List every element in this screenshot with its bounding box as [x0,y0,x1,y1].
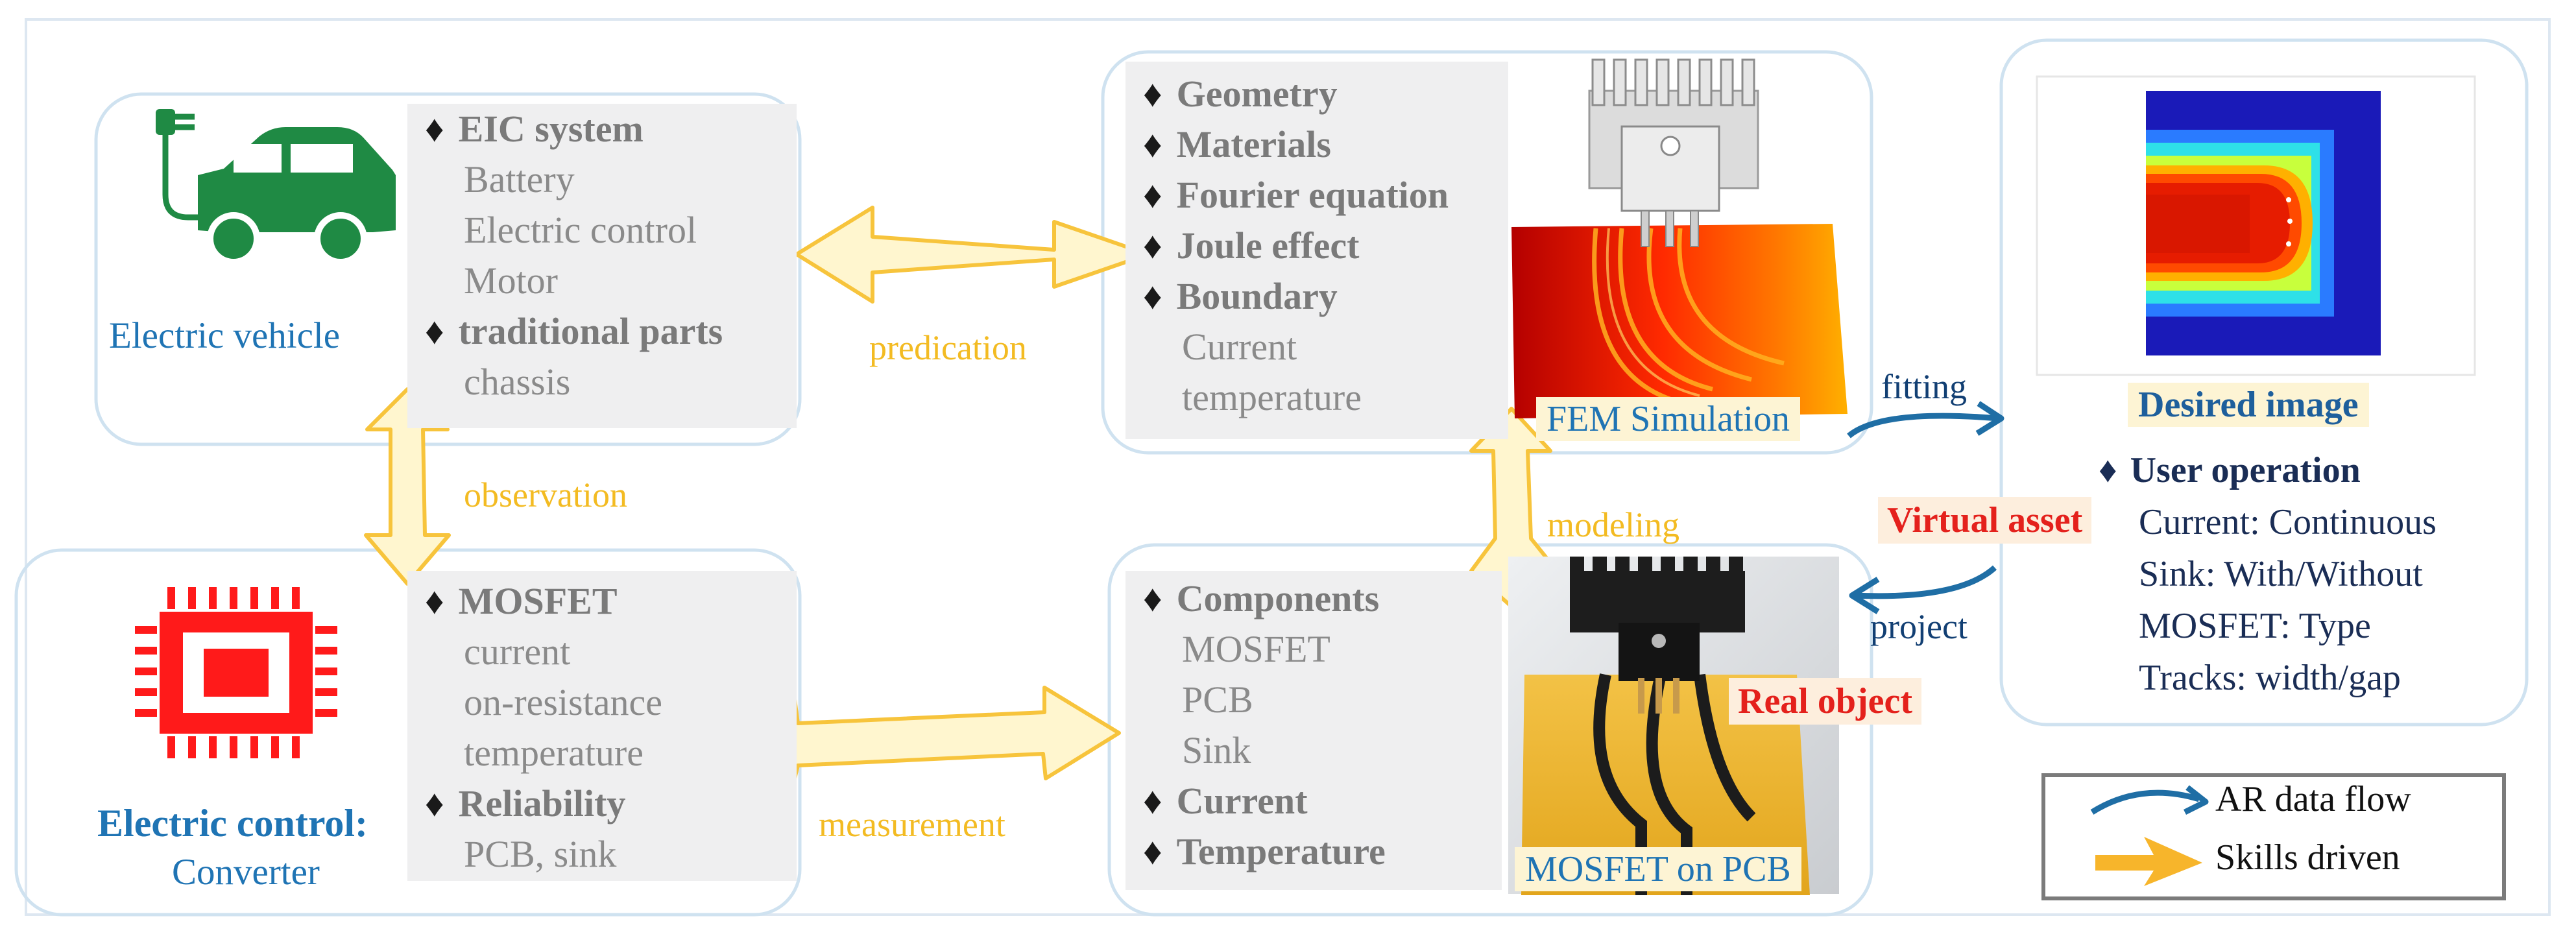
fitting-arrow [1847,413,1999,439]
list-heading: Joule effect [1143,221,1449,271]
observation-label: observation [464,475,627,514]
legend-ar-arrow-head [2183,785,2209,815]
user-op-item: Sink: With/Without [2139,554,2423,594]
list-heading: MOSFET [425,576,662,627]
modeling-label: modeling [1547,505,1679,544]
list-heading: Components [1143,573,1386,624]
fem-simulation-caption: FEM Simulation [1536,397,1800,441]
list-heading: Materials [1143,119,1449,170]
legend-ar-flow-label: AR data flow [2215,779,2411,819]
legend-box [2041,773,2506,900]
list-heading: Reliability [425,778,662,829]
ev-caption: Electric vehicle [109,315,341,356]
user-operation-list: User operation Current: Continuous Sink:… [2099,444,2437,704]
chip-icon [135,587,337,758]
list-heading: Boundary [1143,271,1449,322]
list-item: on-resistance [464,681,662,723]
legend-skills-label: Skills driven [2215,837,2400,878]
list-heading: EIC system [425,104,723,154]
predication-arrow [795,206,1150,304]
list-heading: Fourier equation [1143,170,1449,221]
user-operation-heading: User operation [2099,444,2437,496]
list-item: PCB [1182,679,1253,721]
fitting-label: fitting [1881,367,1967,406]
real-object-label: Real object [1729,678,1922,725]
list-item: Current [1182,326,1297,368]
mosfet-photo [1508,557,1839,895]
user-op-item: Tracks: width/gap [2139,658,2401,698]
list-heading: Geometry [1143,69,1449,119]
list-item: temperature [1182,376,1362,418]
fem-simulation-image [1511,58,1848,418]
project-arrow-head [1849,577,1880,614]
list-heading: traditional parts [425,306,723,357]
ev-list-box [407,104,797,428]
list-item: chassis [464,361,571,403]
measurement-label: measurement [819,805,1005,844]
predication-label: predication [869,328,1027,367]
list-item: Motor [464,259,558,302]
desired-panel [1999,38,2529,727]
ev-panel [94,92,802,446]
ec-caption-line2: Converter [172,852,320,893]
project-arrow [1853,565,1997,599]
list-item: Battery [464,158,575,200]
list-heading: Current [1143,776,1386,826]
virtual-asset-label: Virtual asset [1878,497,2092,544]
list-item: temperature [464,732,644,774]
list-item: MOSFET [1182,628,1330,670]
list-item: PCB, sink [464,833,617,875]
fitting-arrow-head [1975,401,2004,436]
measurement-arrow [744,686,1121,780]
user-op-item: MOSFET: Type [2139,606,2371,646]
user-op-item: Current: Continuous [2139,502,2437,542]
desired-image-caption: Desired image [2128,383,2369,427]
electric-car-icon [156,109,396,265]
list-item: Sink [1182,729,1251,771]
list-heading: Temperature [1143,826,1386,877]
legend-ar-arrow [2090,789,2200,815]
list-item: current [464,631,571,673]
ec-caption-line1: Electric control: [97,802,368,845]
desired-thermal-image [2036,75,2476,376]
legend-skills-arrow [2095,837,2202,886]
list-item: Electric control [464,209,697,251]
project-label: project [1870,607,1968,646]
fem-input-list: GeometryMaterialsFourier equationJoule e… [1143,69,1449,423]
mosfet-pcb-caption: MOSFET on PCB [1515,847,1801,891]
